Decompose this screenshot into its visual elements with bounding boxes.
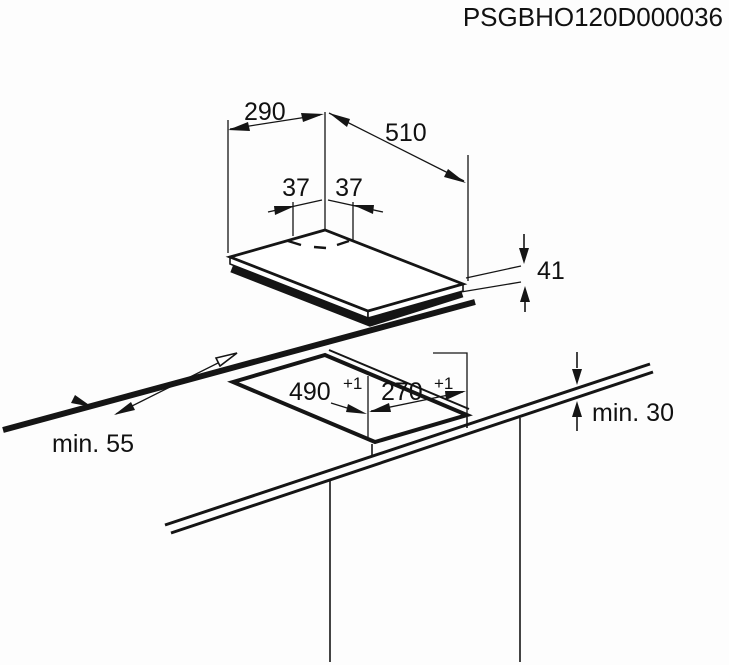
arrowhead [444, 169, 466, 183]
arrowhead [274, 206, 295, 215]
dimension-line [328, 112, 465, 182]
arrowhead [369, 403, 391, 412]
dim-290-label: 290 [244, 98, 286, 126]
dimension-41: 41 [460, 234, 565, 312]
dim-270-tolerance: +1 [434, 374, 453, 393]
hob-isometric [225, 228, 468, 327]
dim-270-label: 270 [381, 378, 423, 406]
hob-glass-top [225, 228, 468, 313]
lower-dimensions: 490 +1 270 +1 min. 55 [52, 352, 674, 458]
hob-dashed-detail [287, 239, 350, 250]
cutout-inner-wall-line [328, 349, 470, 410]
dim-37-right-label: 37 [335, 174, 363, 202]
dimension-37-right: 37 [327, 174, 384, 214]
dimension-270: 270 +1 [369, 374, 466, 412]
dim-510-label: 510 [385, 119, 427, 147]
dimension-line [115, 355, 233, 415]
dimension-min-55: min. 55 [52, 352, 238, 458]
arrowhead [114, 402, 135, 415]
upper-dimensions: 290 510 37 37 [227, 98, 565, 312]
arrowhead-hollow [214, 352, 238, 368]
dimension-490: 490 +1 [289, 374, 367, 414]
arrowhead [353, 205, 374, 214]
arrowhead [301, 113, 324, 122]
dim-min55-label: min. 55 [52, 430, 134, 458]
worktop-cutout [227, 349, 473, 456]
leader-line [465, 265, 522, 279]
dim-490-label: 490 [289, 378, 331, 406]
arrowhead-down [519, 248, 529, 264]
arrowhead-up [572, 401, 582, 417]
dim-41-label: 41 [537, 257, 565, 285]
arrowhead-on-edge [71, 395, 92, 407]
worktop-front-edge-top-line [164, 362, 651, 527]
leader-line [460, 281, 522, 293]
dimension-37-left: 37 [267, 174, 323, 215]
dim-490-tolerance: +1 [343, 374, 362, 393]
arrowhead-down [572, 369, 582, 385]
dimension-min-30: min. 30 [572, 352, 674, 431]
arrowhead [346, 404, 367, 414]
worktop-back-edge-line [2, 299, 476, 433]
extension-elbow-270 [433, 352, 468, 414]
arrowhead-up [520, 286, 530, 302]
dim-min30-label: min. 30 [592, 399, 674, 427]
dimension-290: 290 [228, 98, 324, 131]
worktop-front-edge-bottom-line [170, 370, 654, 535]
drawing-title: PSGBHO120D000036 [463, 2, 723, 32]
arrowhead [329, 113, 350, 127]
arrowhead [445, 391, 466, 400]
cutout-outline [227, 352, 473, 445]
dim-37-left-label: 37 [282, 174, 310, 202]
dimension-510: 510 [328, 112, 466, 183]
arrowhead [228, 122, 250, 131]
hob-chassis-band [230, 263, 464, 327]
worktop-and-cabinet [2, 299, 654, 662]
